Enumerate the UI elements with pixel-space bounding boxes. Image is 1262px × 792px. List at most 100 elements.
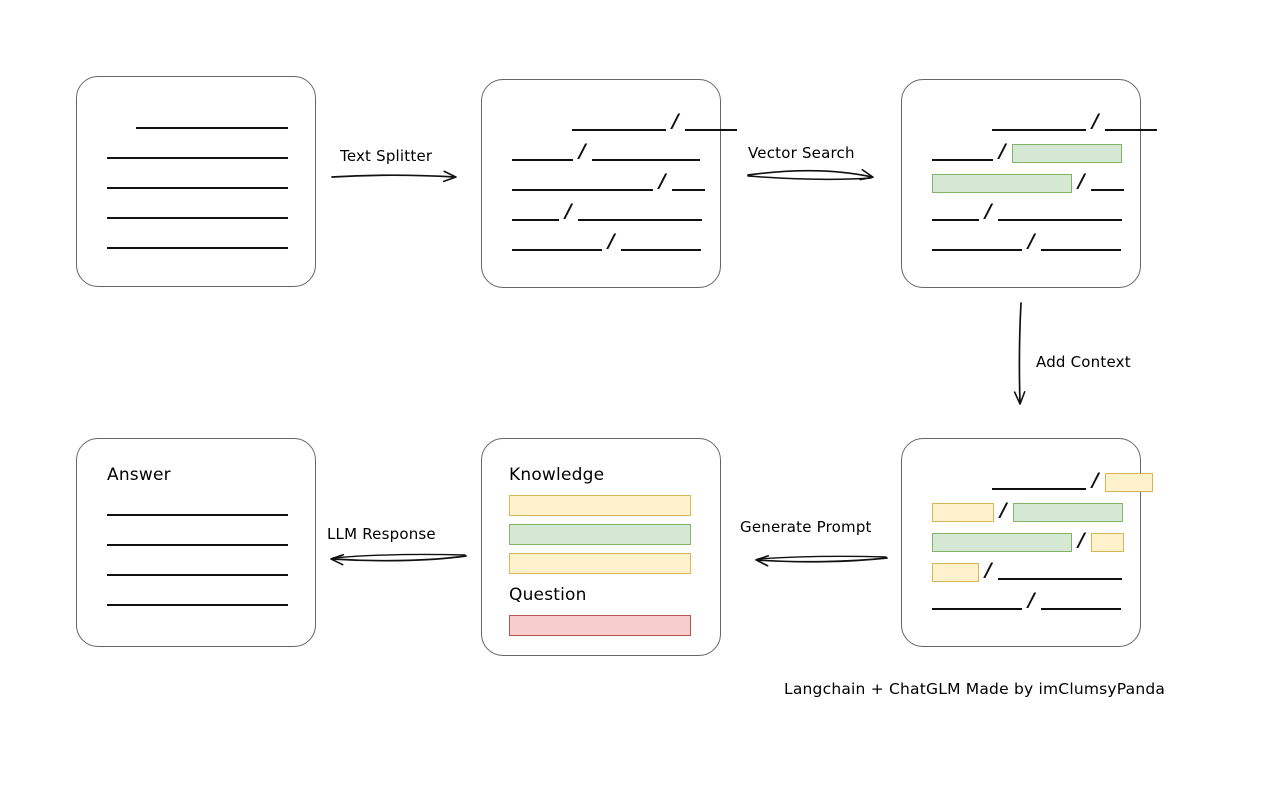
doc-line-row: / bbox=[512, 169, 705, 194]
highlight-chip-yellow bbox=[1104, 472, 1153, 492]
text-line-segment bbox=[107, 544, 288, 546]
doc-line-row: / bbox=[932, 229, 1121, 254]
arrow-add-context bbox=[1013, 302, 1026, 405]
text-line-segment bbox=[512, 189, 653, 191]
node-prompt[interactable]: Knowledge Question bbox=[481, 438, 721, 656]
chunk-separator-slash: / bbox=[1000, 498, 1007, 521]
text-line-segment bbox=[107, 574, 288, 576]
doc-line-row: / bbox=[932, 528, 1124, 553]
doc-line-row: / bbox=[932, 468, 1153, 493]
arrow-llm-response bbox=[330, 553, 467, 566]
chunk-separator-slash: / bbox=[1028, 229, 1035, 252]
doc-line-row bbox=[107, 230, 288, 252]
doc-line-row bbox=[107, 110, 288, 132]
text-line-segment bbox=[620, 249, 701, 251]
node-context-chunks[interactable]: / / / / / bbox=[901, 438, 1153, 647]
text-line-segment bbox=[1040, 608, 1121, 610]
text-line-segment bbox=[107, 187, 288, 189]
doc-line-row: / bbox=[932, 109, 1157, 134]
text-line-segment bbox=[577, 219, 702, 221]
doc-line-row bbox=[107, 170, 288, 192]
arrow-vector-search bbox=[747, 168, 874, 181]
highlight-chip-yellow bbox=[932, 502, 994, 522]
text-line-segment bbox=[997, 578, 1122, 580]
doc-line-row: / bbox=[512, 199, 702, 224]
text-line-segment bbox=[992, 129, 1086, 131]
answer-heading: Answer bbox=[107, 465, 171, 485]
doc-line-row: / bbox=[932, 588, 1121, 613]
doc-line-row: / bbox=[512, 141, 700, 164]
doc-line-row bbox=[107, 587, 288, 609]
chunk-separator-slash: / bbox=[985, 199, 992, 222]
text-line-segment bbox=[1104, 129, 1157, 131]
chunk-separator-slash: / bbox=[672, 109, 679, 132]
chunk-separator-slash: / bbox=[985, 558, 992, 581]
text-line-segment bbox=[1090, 189, 1124, 191]
doc-line-row: / bbox=[932, 169, 1124, 194]
text-line-segment bbox=[591, 159, 700, 161]
doc-line-row bbox=[107, 497, 288, 519]
chunk-separator-slash: / bbox=[1078, 169, 1085, 192]
node-source-document[interactable] bbox=[76, 76, 316, 287]
text-line-segment bbox=[107, 604, 288, 606]
edge-label-llm-response: LLM Response bbox=[327, 525, 436, 543]
node-split-chunks[interactable]: / / / / / bbox=[481, 79, 737, 288]
knowledge-bar-yellow bbox=[509, 553, 691, 574]
text-line-segment bbox=[136, 127, 288, 129]
text-line-segment bbox=[992, 488, 1086, 490]
knowledge-bar-yellow bbox=[509, 495, 691, 516]
node-matched-chunks[interactable]: / / / / / bbox=[901, 79, 1157, 288]
text-line-segment bbox=[512, 249, 602, 251]
text-line-segment bbox=[512, 219, 559, 221]
chunk-separator-slash: / bbox=[1078, 528, 1085, 551]
highlight-chip-yellow bbox=[932, 562, 979, 582]
text-line-segment bbox=[107, 157, 288, 159]
edge-label-text-splitter: Text Splitter bbox=[340, 147, 433, 165]
text-line-segment bbox=[932, 219, 979, 221]
doc-line-row bbox=[107, 557, 288, 579]
chunk-separator-slash: / bbox=[608, 229, 615, 252]
text-line-segment bbox=[1040, 249, 1121, 251]
edge-label-vector-search: Vector Search bbox=[748, 144, 855, 162]
doc-line-row: / bbox=[932, 558, 1122, 583]
text-line-segment bbox=[932, 249, 1022, 251]
text-line-segment bbox=[932, 608, 1022, 610]
doc-line-row: / bbox=[932, 498, 1123, 523]
highlight-chip-green bbox=[932, 532, 1072, 552]
question-bar-red bbox=[509, 615, 691, 636]
highlight-chip-green bbox=[932, 173, 1072, 193]
arrow-text-splitter bbox=[331, 170, 457, 183]
doc-line-row: / bbox=[512, 229, 701, 254]
doc-line-row: / bbox=[932, 199, 1122, 224]
chunk-separator-slash: / bbox=[659, 169, 666, 192]
doc-line-row bbox=[107, 140, 288, 162]
text-line-segment bbox=[572, 129, 666, 131]
text-line-segment bbox=[107, 247, 288, 249]
prompt-knowledge-heading: Knowledge bbox=[509, 465, 605, 485]
chunk-separator-slash: / bbox=[999, 139, 1006, 162]
highlight-chip-green bbox=[1012, 502, 1123, 522]
edge-label-add-context: Add Context bbox=[1036, 353, 1131, 371]
chunk-separator-slash: / bbox=[1028, 588, 1035, 611]
chunk-separator-slash: / bbox=[565, 199, 572, 222]
prompt-question-heading: Question bbox=[509, 585, 587, 605]
chunk-separator-slash: / bbox=[1092, 109, 1099, 132]
arrow-generate-prompt bbox=[755, 554, 888, 567]
doc-line-row: / bbox=[512, 109, 737, 134]
highlight-chip-green bbox=[1011, 143, 1122, 163]
doc-line-row: / bbox=[932, 139, 1122, 164]
knowledge-bar-green bbox=[509, 524, 691, 545]
text-line-segment bbox=[107, 217, 288, 219]
text-line-segment bbox=[671, 189, 705, 191]
text-line-segment bbox=[107, 514, 288, 516]
text-line-segment bbox=[932, 159, 993, 161]
text-line-segment bbox=[997, 219, 1122, 221]
node-answer[interactable]: Answer bbox=[76, 438, 316, 647]
text-line-segment bbox=[684, 129, 737, 131]
highlight-chip-yellow bbox=[1090, 532, 1124, 552]
chunk-separator-slash: / bbox=[1092, 468, 1099, 491]
text-line-segment bbox=[512, 159, 573, 161]
edge-label-generate-prompt: Generate Prompt bbox=[740, 518, 872, 536]
